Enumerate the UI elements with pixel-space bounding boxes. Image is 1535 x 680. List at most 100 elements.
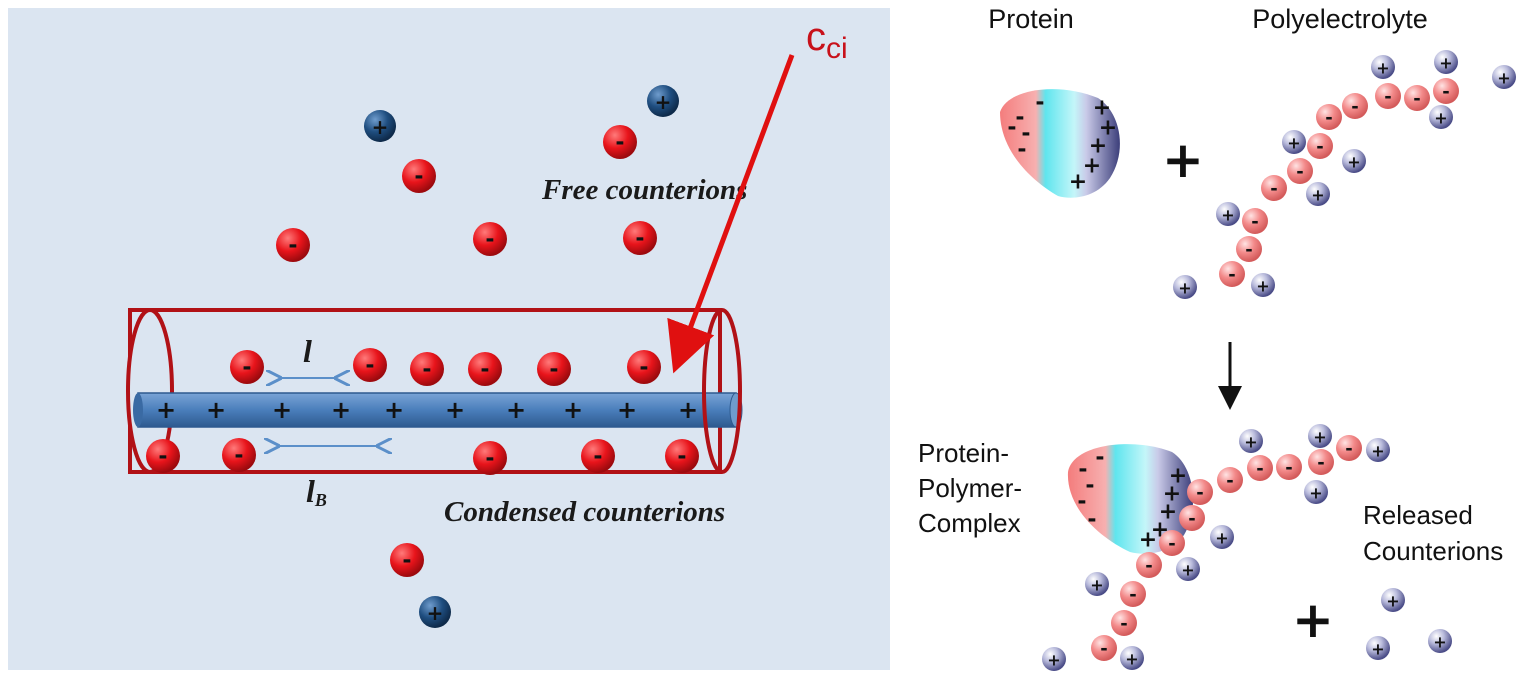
chain-counterion: + <box>1239 429 1263 453</box>
l-label: l <box>303 333 312 369</box>
polyion-rod <box>133 392 743 428</box>
svg-text:+: + <box>1434 109 1447 128</box>
protein-positive-charge: + <box>1089 134 1107 159</box>
svg-text:+: + <box>1311 186 1324 205</box>
svg-text:+: + <box>1371 640 1384 659</box>
chain-bead: - <box>1308 449 1334 475</box>
chain-counterion: + <box>1304 480 1328 504</box>
svg-text:+: + <box>1221 206 1234 225</box>
chain-bead: - <box>1219 261 1245 287</box>
chain-counterion: + <box>1308 424 1332 448</box>
plus-operator: + <box>1162 131 1204 189</box>
chain-bead: - <box>1236 236 1262 262</box>
protein-positive-charge: + <box>1093 96 1111 121</box>
anion-counterion: - <box>473 441 507 475</box>
released-label-line2: Counterions <box>1363 536 1503 566</box>
chain-counterion: + <box>1251 273 1275 297</box>
chain-bead: - <box>1375 83 1401 109</box>
chain-bead: - <box>1247 455 1273 481</box>
anion-counterion: - <box>230 350 264 384</box>
free-counterions-label: Free counterions <box>541 174 747 206</box>
cci-label: cci <box>806 15 848 65</box>
chain-counterion: + <box>1366 438 1390 462</box>
complex-negative-charge: - <box>1085 474 1094 499</box>
protein-positive-charge: + <box>1083 154 1101 179</box>
svg-text:+: + <box>1181 561 1194 580</box>
chain-counterion: + <box>1120 646 1144 670</box>
released-counterions: + + + <box>1366 588 1452 660</box>
svg-text:-: - <box>1226 471 1233 492</box>
svg-text:-: - <box>1129 585 1136 606</box>
rod-plus-sign: + <box>617 396 637 424</box>
svg-text:-: - <box>1251 212 1258 233</box>
svg-text:-: - <box>242 356 251 381</box>
svg-text:-: - <box>1384 87 1391 108</box>
chain-counterion: + <box>1176 557 1200 581</box>
anion-counterion: - <box>276 228 310 262</box>
svg-text:-: - <box>1442 82 1449 103</box>
svg-text:-: - <box>593 445 602 470</box>
complex-chain: ------------+++++++++ <box>1042 424 1390 671</box>
svg-text:-: - <box>635 227 644 252</box>
svg-text:+: + <box>372 115 389 139</box>
svg-text:-: - <box>1100 639 1107 660</box>
anion-counterion: - <box>603 125 637 159</box>
chain-bead: - <box>1187 479 1213 505</box>
protein-label: Protein <box>988 4 1074 34</box>
complex-protein-charges: -----+++++ <box>1077 446 1187 553</box>
svg-text:+: + <box>1313 428 1326 447</box>
chain-counterion: + <box>1173 275 1197 299</box>
svg-text:-: - <box>1196 483 1203 504</box>
svg-text:+: + <box>1178 279 1191 298</box>
chain-bead: - <box>1091 635 1117 661</box>
svg-text:-: - <box>1325 108 1332 129</box>
anion-counterion: - <box>468 352 502 386</box>
anion-counterion: - <box>410 352 444 386</box>
rod-plus-sign: + <box>678 396 698 424</box>
chain-bead: - <box>1120 581 1146 607</box>
counterions: -----------------+++ <box>146 85 699 628</box>
released-counterion: + <box>1381 588 1405 612</box>
svg-text:-: - <box>414 165 423 190</box>
cci-arrow <box>667 54 795 374</box>
chain-bead: - <box>1111 610 1137 636</box>
rod-plus-sign: + <box>445 396 465 424</box>
chain-bead: - <box>1336 435 1362 461</box>
svg-text:-: - <box>485 228 494 253</box>
chain-counterion: + <box>1306 182 1330 206</box>
svg-text:-: - <box>485 447 494 472</box>
anion-counterion: - <box>353 348 387 382</box>
cation-counterion: + <box>419 596 451 628</box>
chain-bead: - <box>1179 505 1205 531</box>
chain-counterion: + <box>1429 105 1453 129</box>
protein-negative-charge: - <box>1007 116 1016 141</box>
polyelectrolyte-label: Polyelectrolyte <box>1252 4 1428 34</box>
svg-text:-: - <box>549 358 558 383</box>
svg-text:-: - <box>1245 240 1252 261</box>
chain-bead: - <box>1136 552 1162 578</box>
svg-text:+: + <box>1433 633 1446 652</box>
svg-text:-: - <box>615 131 624 156</box>
polyelectrolyte-chain: -----------++++++++++ <box>1173 50 1516 299</box>
svg-text:-: - <box>1345 439 1352 460</box>
chain-bead: - <box>1404 85 1430 111</box>
protein-negative-charge: - <box>1035 91 1044 116</box>
complex-protein <box>1067 444 1194 554</box>
svg-text:+: + <box>1090 576 1103 595</box>
chain-counterion: + <box>1434 50 1458 74</box>
svg-text:-: - <box>677 445 686 470</box>
anion-counterion: - <box>222 438 256 472</box>
rod-plus-sign: + <box>156 396 176 424</box>
chain-counterion: + <box>1282 130 1306 154</box>
protein-negative-charge: - <box>1021 122 1030 147</box>
svg-text:+: + <box>1287 134 1300 153</box>
svg-text:+: + <box>1497 69 1510 88</box>
protein-negative-charge: - <box>1015 106 1024 131</box>
rod-plus-sign: + <box>272 396 292 424</box>
protein-negative-charge: - <box>1017 138 1026 163</box>
svg-text:-: - <box>288 234 297 259</box>
anion-counterion: - <box>623 221 657 255</box>
chain-bead: - <box>1159 530 1185 556</box>
svg-text:-: - <box>1316 137 1323 158</box>
